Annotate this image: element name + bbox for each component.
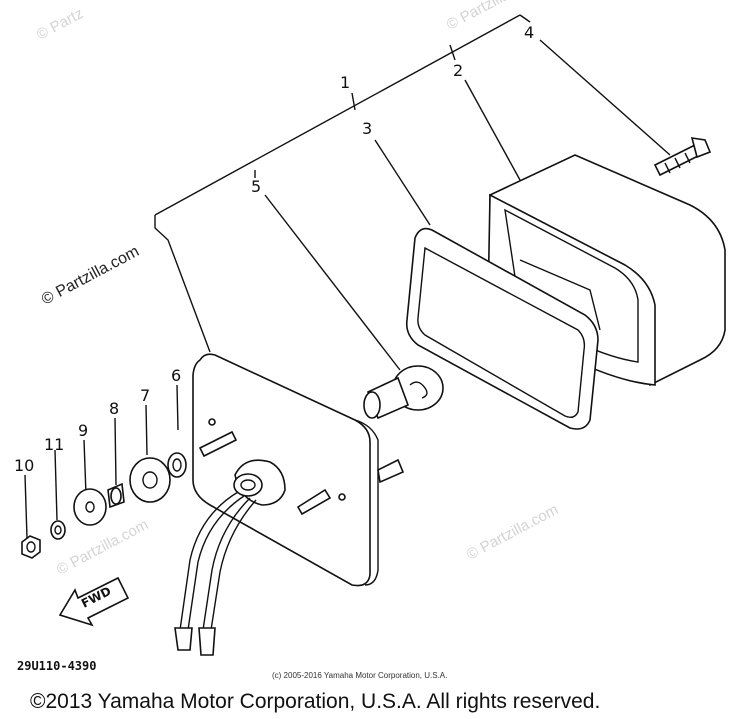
watermark-lower-center: © Partzilla.com [464, 501, 561, 563]
bulb [363, 365, 444, 420]
part-10-nut-hole [26, 541, 36, 553]
screw-shank [653, 143, 702, 177]
wire-left-inner [187, 495, 245, 631]
screw-thread-3 [684, 152, 691, 164]
part-7-grommet-hole [142, 471, 158, 489]
wire-right-outer [202, 497, 251, 631]
lens-housing [487, 154, 726, 386]
socket-face-inner [240, 479, 256, 491]
watermark-upper-left: © Partzilla.com [39, 243, 142, 309]
bracket-end-4 [519, 14, 531, 23]
wire-connector-right [198, 627, 216, 656]
part-11-spring-washer [50, 520, 66, 540]
gasket-inner [417, 246, 586, 419]
callout-9: 9 [78, 421, 88, 440]
leader-7 [145, 404, 148, 456]
callout-11: 11 [44, 435, 64, 454]
screw-thread-2 [674, 157, 681, 169]
leader-5 [264, 194, 401, 371]
bracket-main [154, 14, 521, 216]
leader-4 [539, 39, 671, 156]
screw [653, 137, 712, 177]
callout-3: 3 [362, 119, 372, 138]
screw-thread-1 [664, 162, 671, 174]
leader-lines [24, 14, 671, 539]
callout-7: 7 [140, 386, 150, 405]
base-plate-edge [354, 419, 379, 586]
callout-1: 1 [340, 73, 350, 92]
gasket-outer [405, 227, 599, 430]
base-plate-stud [377, 458, 405, 484]
leader-1 [351, 92, 356, 111]
part-code: 29U110-4390 [17, 659, 96, 673]
part-9-plate-washer [73, 488, 107, 526]
leader-8 [114, 417, 117, 486]
bulb-contact [363, 391, 381, 419]
fwd-arrow-shape [58, 576, 130, 627]
callout-2: 2 [453, 61, 463, 80]
hardware-parts [21, 452, 187, 559]
callout-5: 5 [251, 177, 261, 196]
callout-8: 8 [109, 399, 119, 418]
callout-10: 10 [14, 456, 34, 475]
base-plate-hole-bottom [338, 493, 346, 501]
leader-2 [464, 79, 521, 181]
wire-connector-left [174, 627, 193, 651]
leader-6 [176, 384, 179, 431]
leader-2-tick [449, 44, 456, 61]
wire-right-inner [210, 499, 257, 631]
part-9-plate-washer-hole [85, 501, 95, 513]
part-11-spring-washer-hole [54, 525, 62, 535]
callout-4: 4 [524, 23, 534, 42]
bulb-filament [409, 381, 428, 399]
base-plate-bolt-upper [198, 430, 238, 458]
base-plate-bolt-lower [296, 488, 332, 516]
watermark-lower-left: © Partzilla.com [54, 516, 151, 578]
part-6-washer-hole [172, 458, 182, 472]
part-6-washer [167, 452, 187, 478]
leader-3 [374, 139, 431, 226]
socket-face [233, 473, 263, 497]
fwd-arrow: FWD [58, 576, 130, 627]
footer-copyright: ©2013 Yamaha Motor Corporation, U.S.A. A… [30, 690, 600, 713]
part-7-grommet [129, 457, 171, 503]
part-10-nut [21, 535, 41, 559]
gasket [405, 227, 599, 430]
callout-6: 6 [171, 366, 181, 385]
small-copyright: (c) 2005-2016 Yamaha Motor Corporation, … [272, 671, 447, 680]
wire-left-outer [179, 491, 239, 631]
watermark-top-left: © Partz [34, 5, 86, 44]
leader-11 [54, 449, 58, 521]
screw-head [690, 137, 712, 159]
leader-9 [83, 439, 87, 496]
base-plate [192, 353, 405, 587]
base-plate-body [192, 353, 371, 587]
part-8-collar-end [110, 487, 122, 505]
leader-10 [24, 474, 28, 539]
wires [174, 491, 257, 656]
bracket-left-leader [154, 215, 211, 353]
callout-numbers: 1 2 3 4 5 6 7 8 9 11 10 [14, 23, 534, 475]
lens-housing-detail [519, 259, 601, 331]
base-plate-hole-top [208, 418, 216, 426]
